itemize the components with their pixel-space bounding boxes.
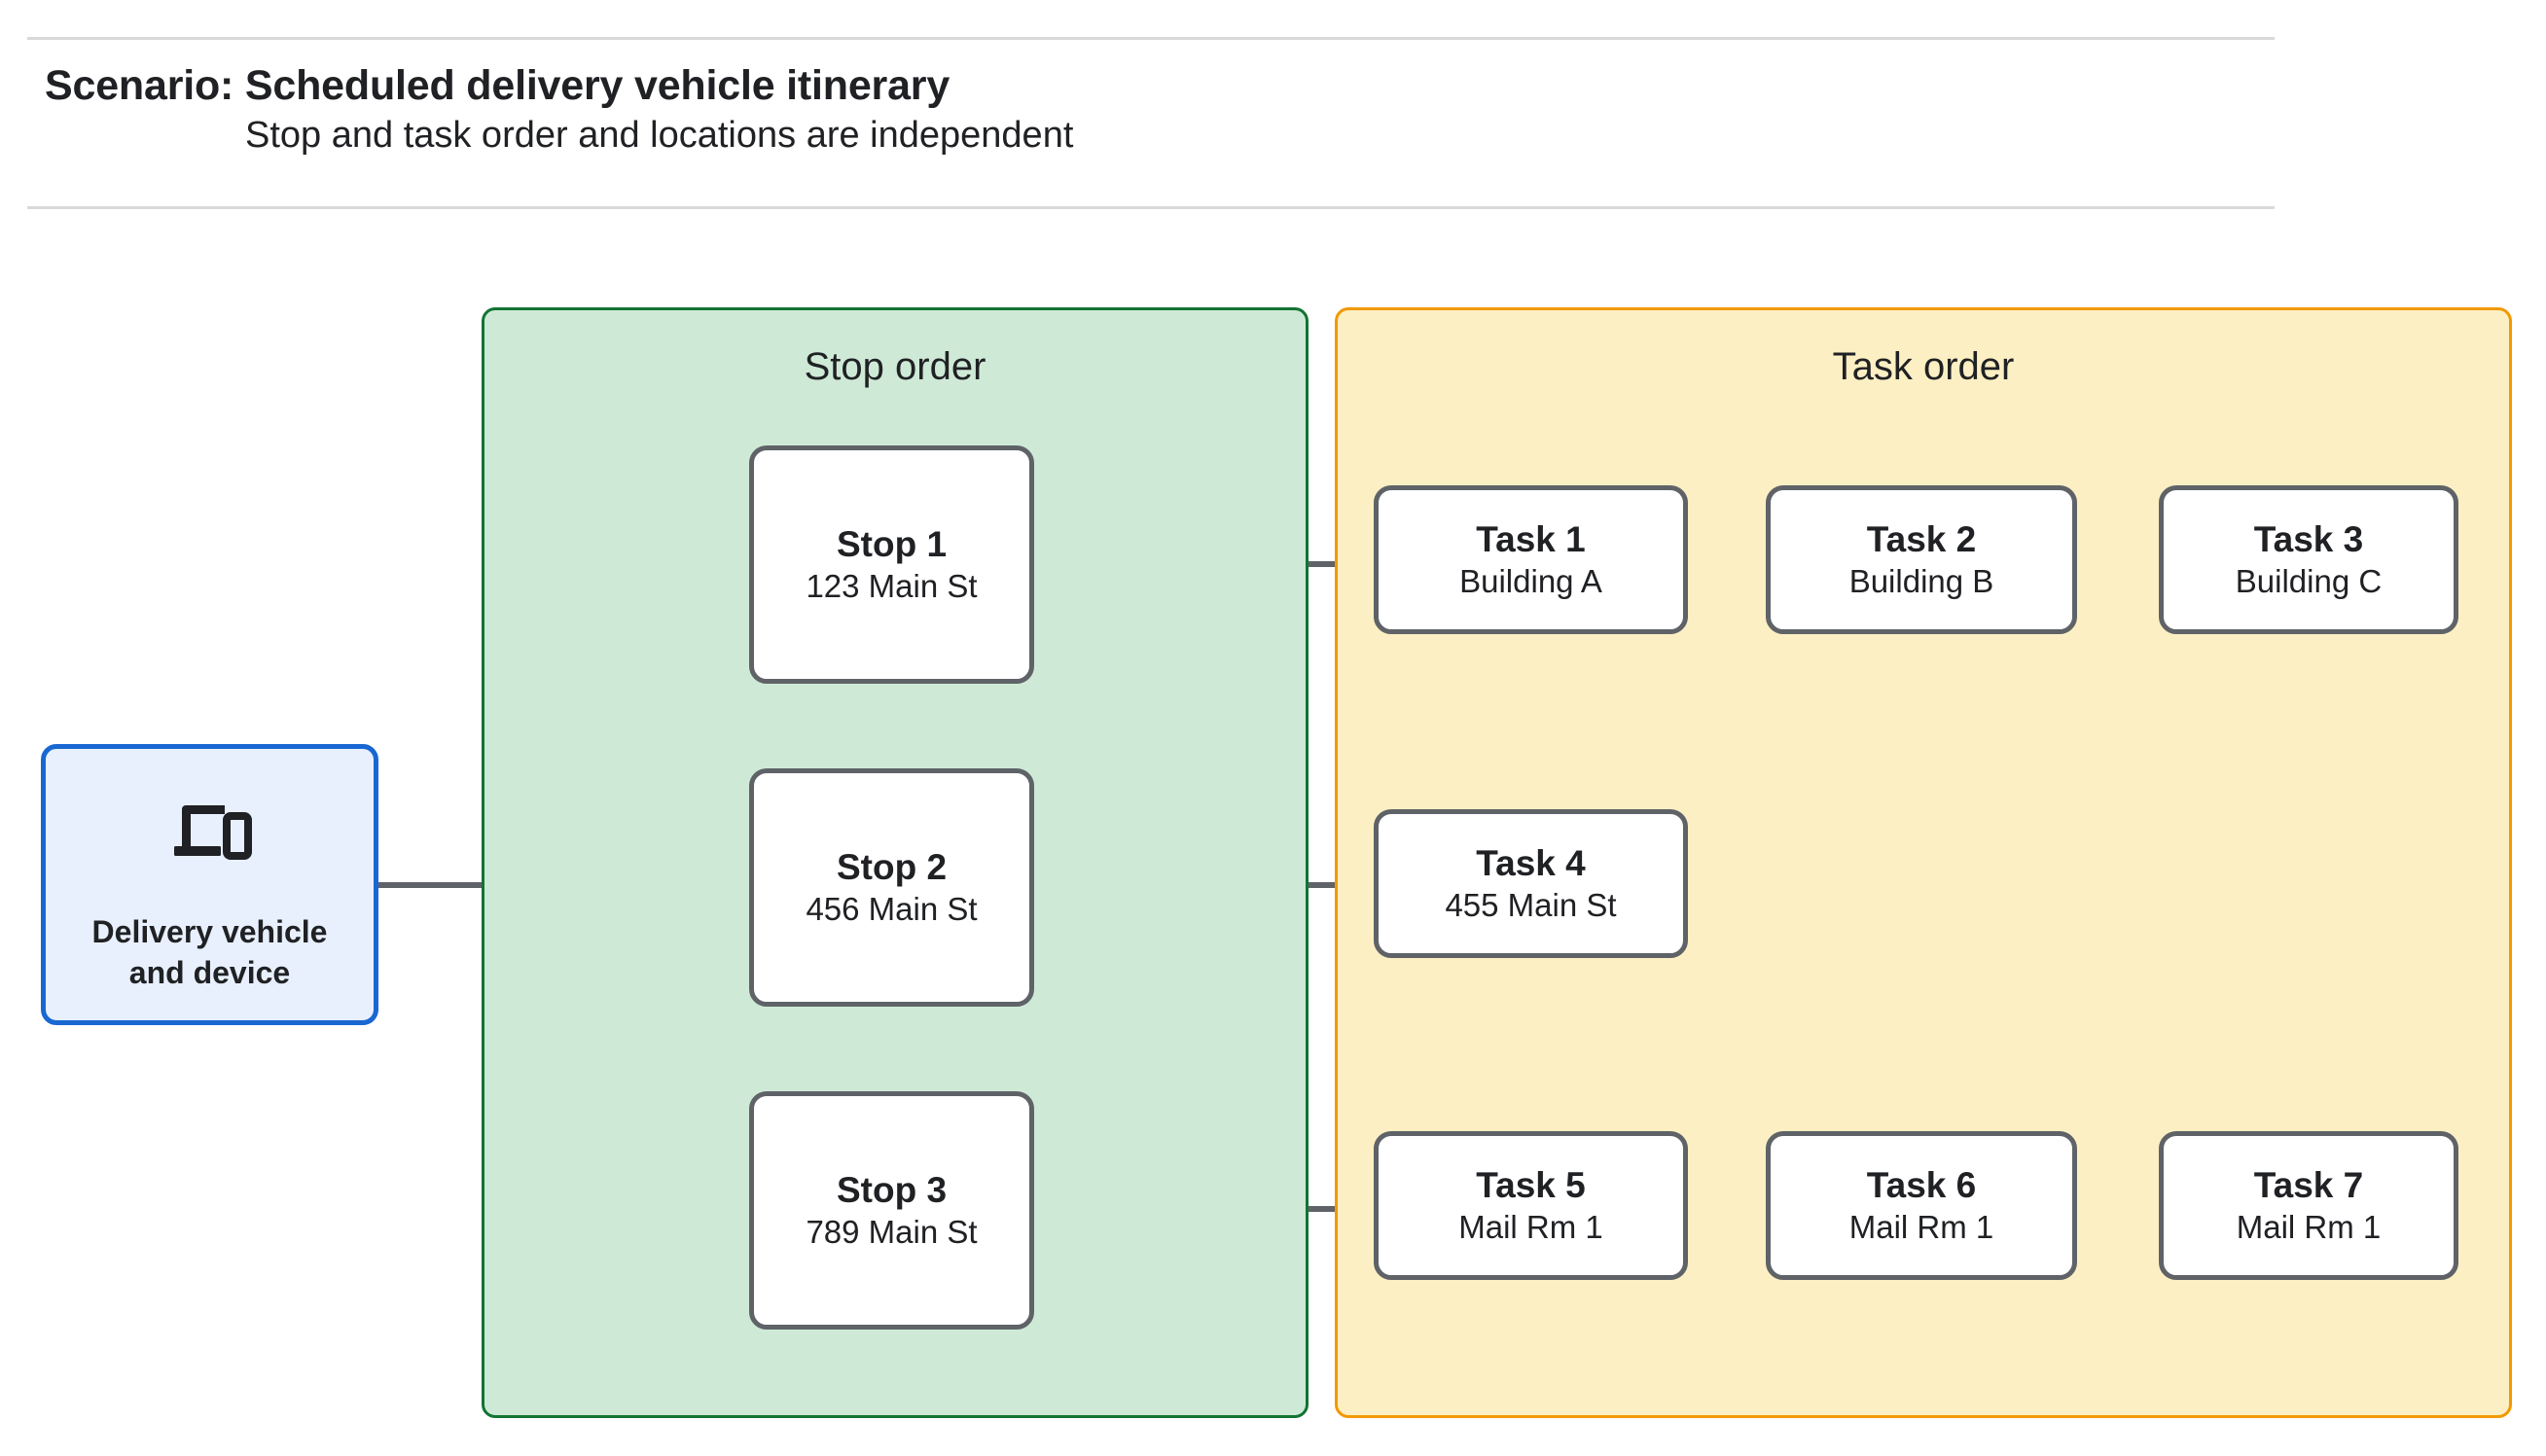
stop-node-2[interactable]: Stop 2 456 Main St [749,768,1034,1007]
task-node-location: Building B [1848,563,1994,600]
task-node-1[interactable]: Task 1 Building A [1374,485,1688,634]
task-node-title: Task 2 [1866,518,1977,559]
task-node-location: Mail Rm 1 [2236,1209,2382,1246]
devices-icon [173,805,252,860]
stop-node-title: Stop 3 [836,1169,948,1210]
task-node-2[interactable]: Task 2 Building B [1766,485,2077,634]
stop-node-title: Stop 1 [836,523,948,564]
task-node-title: Task 5 [1476,1164,1586,1205]
stop-node-address: 123 Main St [806,568,978,605]
stop-node-3[interactable]: Stop 3 789 Main St [749,1091,1034,1330]
task-node-location: Mail Rm 1 [1848,1209,1994,1246]
delivery-vehicle-and-device-label: Delivery vehicle and device [91,914,328,990]
page-title: Scenario: Scheduled delivery vehicle iti… [45,62,950,109]
header-divider-bottom [27,206,2275,209]
stop-node-title: Stop 2 [836,846,948,887]
task-node-4[interactable]: Task 4 455 Main St [1374,809,1688,958]
task-node-7[interactable]: Task 7 Mail Rm 1 [2159,1131,2458,1280]
header: Scenario: Scheduled delivery vehicle iti… [0,0,2296,214]
task-node-6[interactable]: Task 6 Mail Rm 1 [1766,1131,2077,1280]
task-node-title: Task 3 [2253,518,2364,559]
task-node-location: Building C [2235,563,2383,600]
stop-node-1[interactable]: Stop 1 123 Main St [749,445,1034,684]
header-divider-top [27,37,2275,40]
task-node-location: 455 Main St [1445,887,1617,924]
task-node-location: Building A [1459,563,1602,600]
task-node-title: Task 6 [1866,1164,1977,1205]
task-node-3[interactable]: Task 3 Building C [2159,485,2458,634]
delivery-vehicle-and-device-node[interactable]: Delivery vehicle and device [41,744,378,1025]
page-subtitle: Stop and task order and locations are in… [245,115,1074,156]
task-node-title: Task 4 [1476,842,1586,883]
task-order-panel-title: Task order [1832,345,2015,388]
stop-node-address: 456 Main St [806,891,978,928]
task-node-location: Mail Rm 1 [1458,1209,1603,1246]
task-node-5[interactable]: Task 5 Mail Rm 1 [1374,1131,1688,1280]
task-node-title: Task 1 [1476,518,1586,559]
stop-node-address: 789 Main St [806,1214,978,1251]
task-node-title: Task 7 [2253,1164,2364,1205]
stop-order-panel-title: Stop order [804,345,986,388]
